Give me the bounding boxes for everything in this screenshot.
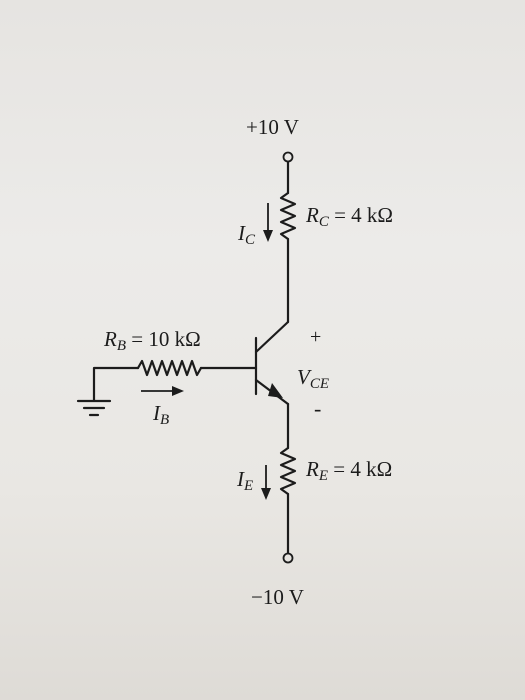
ground-symbol (76, 399, 112, 417)
vce-minus-sign: - (314, 396, 321, 421)
collector-current-arrowhead (263, 230, 273, 242)
base-current-label: IB (152, 401, 169, 428)
base-current-arrowhead (172, 386, 184, 396)
collector-resistor (279, 191, 297, 241)
transistor-collector-lead (254, 320, 290, 354)
positive-supply-label: +10 V (246, 115, 299, 139)
vce-plus-sign: + (310, 326, 321, 348)
negative-supply-label: −10 V (251, 585, 304, 609)
wire-ground-to-rb (92, 366, 140, 402)
emitter-current-arrowhead (261, 488, 271, 500)
base-resistor (136, 359, 203, 377)
base-resistor-label: RB = 10 kΩ (103, 327, 201, 354)
positive-terminal (282, 151, 294, 163)
emitter-current-label: IE (236, 467, 253, 494)
emitter-resistor-label: RE = 4 kΩ (305, 457, 392, 484)
collector-current-label: IC (237, 221, 256, 248)
transistor-emitter-arrow (268, 383, 283, 398)
collector-resistor-label: RC = 4 kΩ (305, 203, 393, 230)
vce-label: VCE (297, 365, 329, 392)
emitter-resistor (279, 446, 297, 496)
negative-terminal (282, 552, 294, 564)
